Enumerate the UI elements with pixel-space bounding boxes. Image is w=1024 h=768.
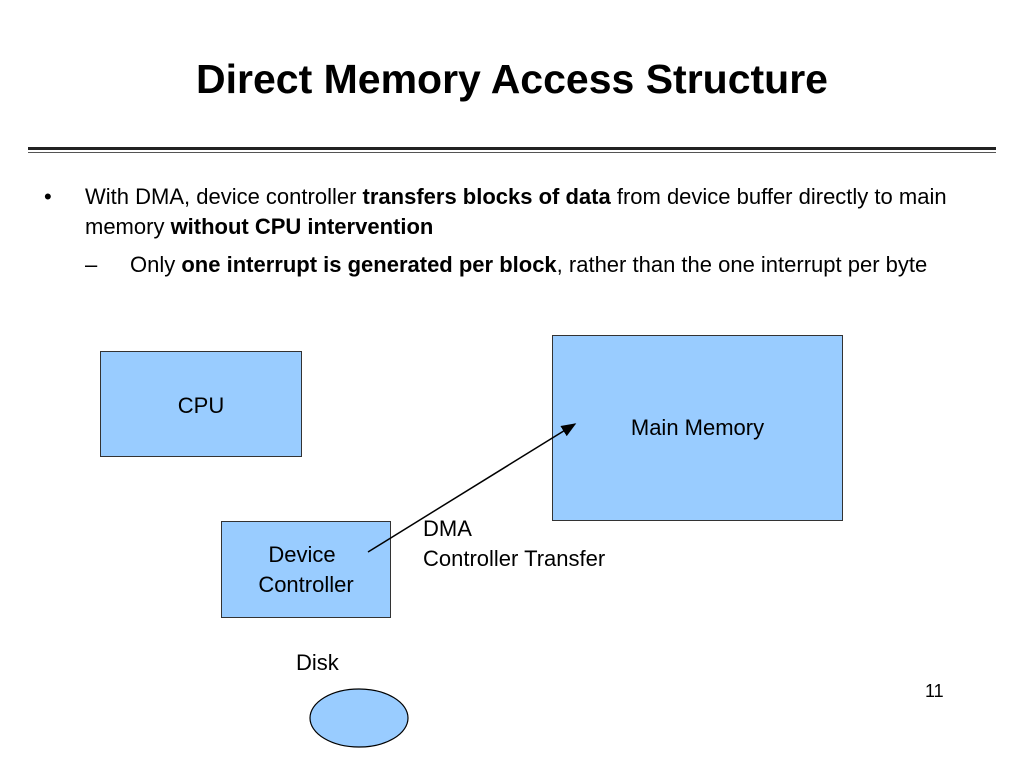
device-controller-label-line2: Controller	[258, 571, 354, 597]
sub-bullet-text-part: , rather than the one interrupt per byte	[556, 252, 928, 277]
main-memory-box: Main Memory	[552, 335, 843, 521]
title-divider	[28, 147, 996, 150]
bullet-marker: •	[44, 184, 52, 209]
sub-bullet-text: Only one interrupt is generated per bloc…	[130, 250, 990, 280]
cpu-box: CPU	[100, 351, 302, 457]
disk-ellipse	[309, 688, 409, 748]
bullet-text-bold: without CPU intervention	[170, 214, 434, 239]
bullet-text-part: With DMA, device controller	[85, 184, 363, 209]
title-divider-thin	[28, 152, 996, 153]
main-memory-label: Main Memory	[630, 415, 765, 440]
dma-transfer-label-line2: Controller Transfer	[423, 546, 606, 571]
bullet-text-bold: transfers blocks of data	[362, 184, 611, 209]
sub-bullet-text-bold: one interrupt is generated per block	[181, 252, 557, 277]
bullet-text: With DMA, device controller transfers bl…	[85, 182, 965, 242]
dma-transfer-label: DMA Controller Transfer	[423, 514, 605, 574]
device-controller-label-line1: Device	[268, 541, 336, 567]
sub-bullet-text-part: Only	[130, 252, 182, 277]
dma-transfer-label-line1: DMA	[423, 516, 472, 541]
dma-transfer-arrow	[367, 423, 577, 553]
disk-label: Disk	[296, 650, 339, 675]
sub-bullet-marker: –	[85, 252, 98, 277]
cpu-label: CPU	[177, 393, 225, 418]
bullet-text-part: from device buffer directly to main memo…	[85, 184, 947, 239]
slide-title: Direct Memory Access Structure	[196, 56, 828, 102]
page-number: 11	[925, 681, 944, 701]
device-controller-box: Device Controller	[221, 521, 391, 618]
